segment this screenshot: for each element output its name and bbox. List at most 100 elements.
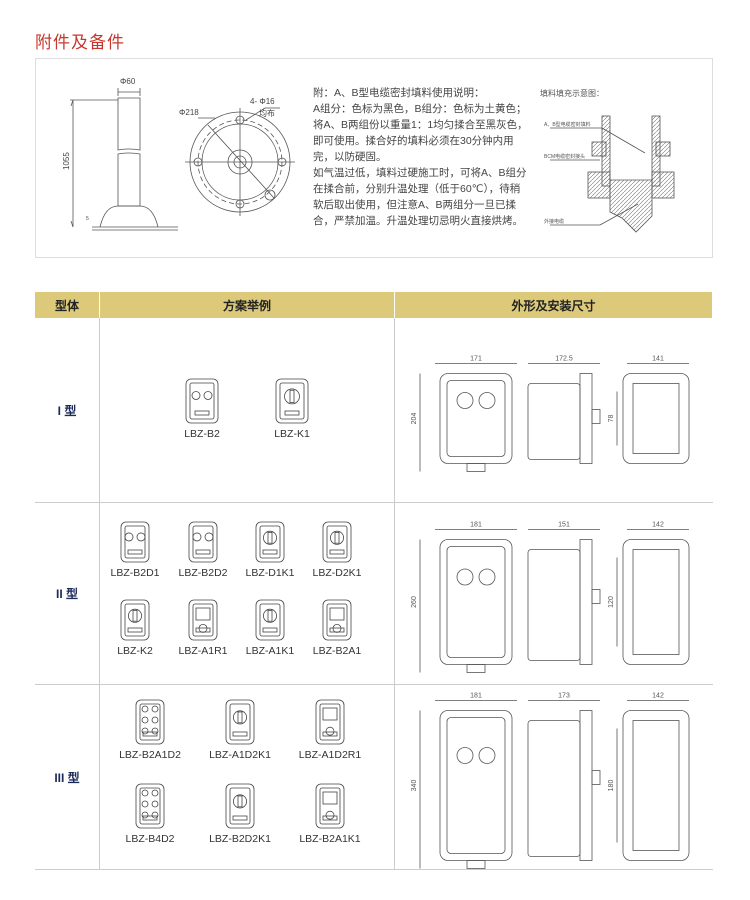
enclosure-icon	[135, 699, 165, 745]
device-label: LBZ-A1D2R1	[298, 749, 362, 761]
enclosure-icon	[322, 599, 352, 641]
fill-label-cable: 外接电缆	[544, 218, 564, 225]
device-example: LBZ-A1R1	[170, 599, 236, 657]
device-example: LBZ-B2	[167, 378, 237, 440]
mount-spacing-label: 180	[608, 780, 615, 792]
enclosure-icon	[120, 521, 150, 563]
height-label: 260	[411, 596, 418, 608]
back-view	[622, 710, 690, 861]
examples-cell: LBZ-B2 LBZ-K1	[100, 318, 395, 502]
row-type: III 型	[35, 685, 100, 869]
device-label: LBZ-B2A1D2	[119, 749, 181, 761]
notes-para-2: 如气温过低，填料过硬施工时，可将A、B组分在揉合前，分别升温处理（低于60℃），…	[313, 167, 527, 227]
height-label: 204	[411, 413, 418, 425]
height-label: 1055	[62, 152, 71, 170]
front-view	[439, 373, 513, 464]
enclosure-icon	[315, 783, 345, 829]
mount-spacing-label: 78	[608, 415, 615, 423]
device-label: LBZ-B2A1	[312, 645, 362, 657]
holes-label: 4- Φ16	[250, 97, 275, 106]
device-label: LBZ-B2D1	[110, 567, 160, 579]
front-view	[439, 539, 513, 665]
notes-heading: 附：A、B型电缆密封填料使用说明：	[313, 87, 485, 99]
device-label: LBZ-B2	[184, 428, 220, 440]
front-width-label: 181	[470, 693, 482, 700]
header-type: 型体	[35, 292, 100, 318]
back-width-label: 142	[652, 522, 664, 529]
enclosure-icon	[188, 521, 218, 563]
filler-instructions: 附：A、B型电缆密封填料使用说明： A组分：色标为黑色，B组分：色标为土黄色；将…	[313, 85, 528, 229]
row-type: II 型	[35, 503, 100, 684]
device-example: LBZ-B2A1	[304, 599, 370, 657]
device-label: LBZ-B2D2K1	[209, 833, 271, 845]
product-table: 型体 方案举例 外形及安装尺寸 I 型 LBZ-B2 LBZ-K1 171 172.…	[35, 292, 713, 870]
row-type: I 型	[35, 318, 100, 502]
enclosure-icon	[225, 699, 255, 745]
enclosure-icon	[225, 783, 255, 829]
enclosure-icon	[185, 378, 219, 424]
base-thickness-label: 5	[86, 216, 89, 222]
front-width-label: 181	[470, 522, 482, 529]
fill-diagram: A、B型电缆密封填料 BCM电缆密封接头 外接电缆	[544, 115, 675, 233]
side-width-label: 172.5	[555, 356, 573, 363]
device-label: LBZ-K2	[117, 645, 153, 657]
accessory-panel	[35, 58, 713, 258]
mount-spacing-label: 120	[608, 596, 615, 608]
enclosure-icon	[188, 599, 218, 641]
dimensions-cell: 181 151 142 260 120	[395, 503, 713, 684]
device-example: LBZ-B2D2K1	[207, 783, 273, 845]
header-dimensions: 外形及安装尺寸	[395, 292, 713, 318]
device-example: LBZ-B2D2	[170, 521, 236, 579]
header-examples: 方案举例	[100, 292, 395, 318]
device-example: LBZ-A1D2R1	[297, 699, 363, 761]
enclosure-icon	[322, 521, 352, 563]
device-label: LBZ-D1K1	[245, 567, 295, 579]
table-header: 型体 方案举例 外形及安装尺寸	[35, 292, 713, 318]
device-example: LBZ-K1	[257, 378, 327, 440]
enclosure-icon	[135, 783, 165, 829]
device-label: LBZ-A1D2K1	[209, 749, 271, 761]
device-example: LBZ-B4D2	[117, 783, 183, 845]
fill-label-joint: BCM电缆密封接头	[544, 153, 585, 160]
back-width-label: 142	[652, 693, 664, 700]
device-example: LBZ-A1K1	[237, 599, 303, 657]
back-view	[622, 373, 690, 464]
side-view	[527, 720, 581, 857]
notes-para-1: A组分：色标为黑色，B组分：色标为土黄色；将A、B两组份以重量1：1均匀揉合至黑…	[313, 103, 528, 163]
device-example: LBZ-B2D1	[102, 521, 168, 579]
holes-note: 均布	[259, 108, 275, 118]
enclosure-icon	[315, 699, 345, 745]
dimension-drawing: 181 151 142 260 120	[411, 522, 690, 673]
page-title: 附件及备件	[35, 33, 125, 52]
device-example: LBZ-B2A1K1	[297, 783, 363, 845]
device-label: LBZ-A1K1	[245, 645, 295, 657]
device-label: LBZ-B4D2	[125, 833, 175, 845]
device-example: LBZ-D2K1	[304, 521, 370, 579]
enclosure-icon	[255, 521, 285, 563]
device-label: LBZ-A1R1	[178, 645, 228, 657]
device-example: LBZ-A1D2K1	[207, 699, 273, 761]
device-label: LBZ-D2K1	[312, 567, 362, 579]
fill-diagram-title: 填料填充示意图：	[540, 89, 604, 98]
fill-label-sealant: A、B型电缆密封填料	[544, 121, 591, 128]
side-width-label: 173	[558, 693, 570, 700]
enclosure-icon	[120, 599, 150, 641]
device-label: LBZ-B2A1K1	[299, 833, 361, 845]
side-width-label: 151	[558, 522, 570, 529]
device-label: LBZ-B2D2	[178, 567, 228, 579]
pipe-diameter-label: Φ60	[120, 77, 136, 86]
side-view	[527, 549, 581, 661]
back-view	[622, 539, 690, 665]
front-view	[439, 710, 513, 861]
front-width-label: 171	[470, 356, 482, 363]
stand-drawing: Φ60 1055 5 Φ218 4- Φ16 均布	[62, 77, 295, 231]
device-example: LBZ-D1K1	[237, 521, 303, 579]
device-label: LBZ-K1	[274, 428, 310, 440]
